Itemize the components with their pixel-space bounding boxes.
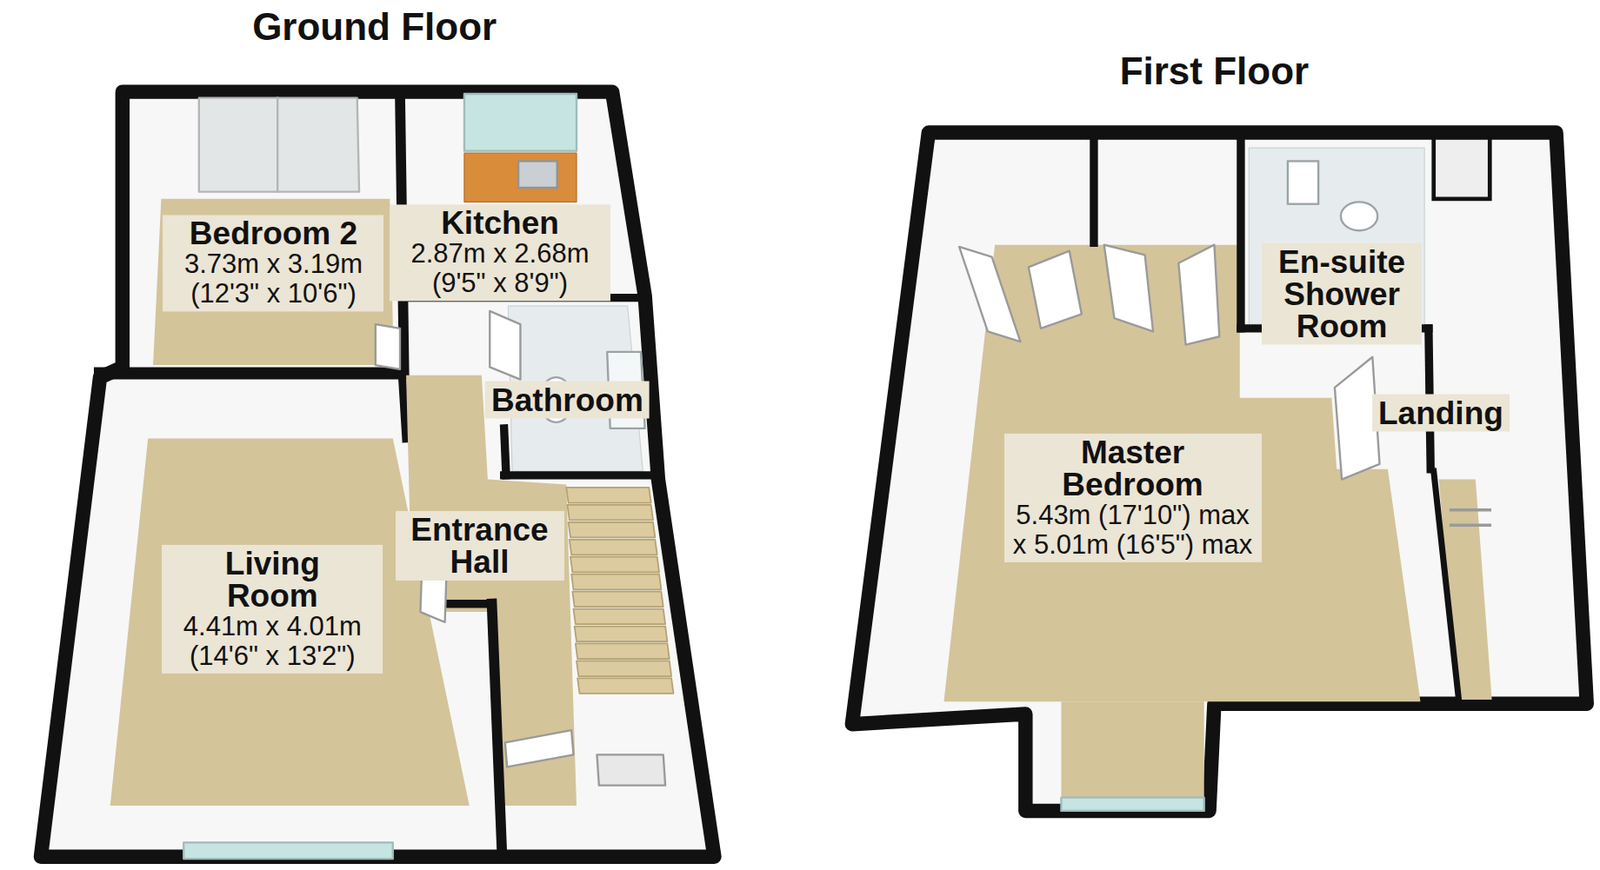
outer-wall [852, 133, 1587, 812]
wardrobe-doors [199, 98, 360, 193]
floor-title: Ground Floor [252, 5, 497, 47]
cupboard [1433, 137, 1491, 199]
room: Entrance Hall [393, 480, 570, 858]
stair-step [574, 626, 668, 643]
floor-title: First Floor [1120, 50, 1310, 93]
door [489, 311, 520, 380]
room: Master Bedroom5.43m (17'10") max x 5.01m… [918, 366, 1358, 704]
stair-step [573, 609, 666, 626]
front-door [505, 730, 574, 767]
door [1104, 245, 1154, 333]
room-name: Entrance Hall [401, 513, 559, 579]
room-label: Master Bedroom5.43m (17'10") max x 5.01m… [1004, 433, 1262, 563]
hall-floor [406, 375, 577, 807]
room: Bedroom 23.73m x 3.19m (12'3" x 10'6") [153, 96, 394, 367]
kitchen-window [464, 93, 577, 152]
room-name: En-suite Shower Room [1267, 245, 1416, 342]
stair-step [566, 487, 651, 504]
stair-step [570, 557, 660, 574]
kitchen-sink [518, 160, 558, 188]
room-label: Landing [1372, 394, 1510, 433]
room-label: Bathroom [485, 380, 650, 419]
room-dimensions: 4.41m x 4.01m (14'6" x 13'2") [167, 611, 377, 671]
room-label: Living Room4.41m x 4.01m (14'6" x 13'2") [161, 544, 383, 674]
room-label: Kitchen2.87m x 2.68m (9'5" x 8'9") [389, 204, 611, 301]
living-window [183, 842, 394, 860]
door [1178, 245, 1220, 346]
room-label: Entrance Hall [395, 511, 565, 581]
room: Landing [1362, 336, 1516, 704]
room-name: Bathroom [491, 383, 644, 416]
room-name: Master Bedroom [1037, 436, 1229, 501]
carpet-floor [943, 245, 1420, 703]
stair-step [568, 522, 656, 539]
room-name: Landing [1378, 397, 1504, 430]
inner-wall [401, 373, 407, 440]
room-dimensions: 3.73m x 3.19m (12'3" x 10'6") [168, 249, 378, 309]
toilet [1287, 160, 1319, 204]
door [959, 246, 1020, 342]
outer-wall [40, 92, 714, 858]
inner-wall [504, 471, 659, 480]
room-label: Bedroom 23.73m x 3.19m (12'3" x 10'6") [162, 214, 384, 312]
basin [1340, 201, 1378, 231]
bay-floor [1060, 701, 1204, 798]
door [375, 324, 400, 370]
floor-plan: Ground FloorBedroom 23.73m x 3.19m (12'3… [30, 0, 755, 866]
inner-wall [504, 428, 507, 476]
room: En-suite Shower Room [1245, 142, 1434, 357]
floor-heading: First Floor [1120, 50, 1310, 93]
stair-step [569, 540, 658, 556]
inner-wall [1089, 137, 1098, 243]
inner-wall [492, 604, 503, 856]
room-label: En-suite Shower Room [1261, 242, 1422, 345]
inner-wall [100, 366, 402, 380]
floor-heading: Ground Floor [252, 5, 497, 47]
radiator [1451, 524, 1491, 528]
stair-step [566, 505, 654, 521]
stair-step [575, 643, 670, 660]
room: Living Room4.41m x 4.01m (14'6" x 13'2") [60, 380, 393, 858]
wardrobe-split [276, 98, 279, 193]
room-name: Kitchen [395, 206, 605, 240]
carpet-floor [153, 199, 394, 366]
stair-step [572, 592, 663, 608]
inner-wall [448, 600, 492, 608]
kitchen-counter [464, 153, 577, 202]
floor-plan: First FloorEn-suite Shower RoomMaster Be… [841, 40, 1597, 822]
room-name: Living Room [193, 546, 351, 612]
room-dimensions: 5.43m (17'10") max x 5.01m (16'5") max [1010, 500, 1256, 560]
radiator [1451, 508, 1491, 513]
bay-window [1060, 798, 1204, 812]
room: Bathroom [480, 304, 659, 476]
inner-wall [1433, 471, 1460, 705]
cupboard [596, 754, 666, 786]
door [1028, 251, 1082, 329]
stair-step [576, 660, 672, 677]
room-name: Bedroom 2 [168, 217, 378, 250]
stair-step [571, 574, 661, 591]
stair-step [577, 678, 674, 694]
room-dimensions: 2.87m x 2.68m (9'5" x 8'9") [395, 239, 605, 299]
inner-wall [1236, 137, 1245, 328]
room: Kitchen2.87m x 2.68m (9'5" x 8'9") [386, 96, 623, 304]
